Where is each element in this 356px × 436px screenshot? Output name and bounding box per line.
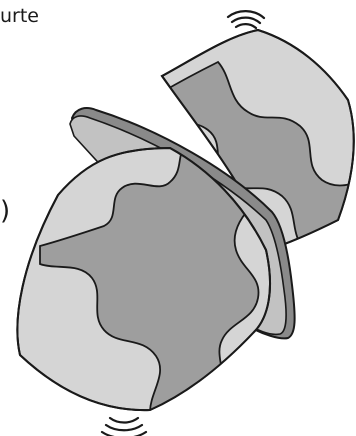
vibration-marks-bottom (102, 418, 146, 436)
vibration-marks-top (228, 11, 264, 28)
